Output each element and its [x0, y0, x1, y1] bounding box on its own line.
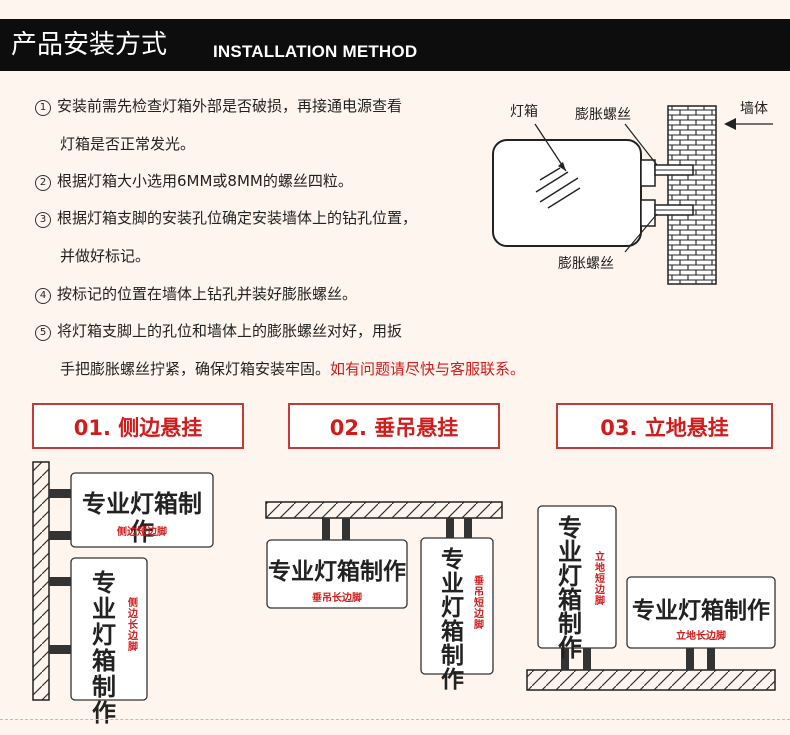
stand-leg — [686, 648, 694, 670]
step-2: 2 根据灯箱大小选用6MM或8MM的螺丝四粒。 — [35, 171, 353, 191]
sign-caption-vertical: 立地短边脚 — [595, 552, 605, 607]
step-3: 3 根据灯箱支脚的安装孔位确定安装墙体上的钻孔位置， — [35, 208, 417, 228]
step-1-cont: 灯箱是否正常发光。 — [60, 135, 196, 153]
hang-rod — [446, 518, 454, 538]
sign-caption: 立地长边脚 — [676, 631, 726, 642]
lightbox-outline — [492, 139, 642, 247]
screw-pointer-bottom — [624, 213, 658, 253]
side-long-sign — [70, 557, 148, 701]
step-text: 将灯箱支脚上的孔位和墙体上的膨胀螺丝对好，用扳 — [57, 322, 403, 340]
label-wall: 墙体 — [740, 101, 768, 117]
contact-note: 如有问题请尽快与客服联系。 — [330, 360, 526, 378]
hang-long-sign — [266, 539, 408, 609]
ceiling — [265, 501, 503, 519]
method-side-hanging: 01. 侧边悬挂 — [32, 403, 244, 449]
step-number: 1 — [35, 100, 51, 116]
screw-pointer-top — [624, 123, 658, 166]
step-text: 安装前需先检查灯箱外部是否破损，再接通电源查看 — [57, 97, 403, 115]
sign-brand: 专业灯箱制作 — [82, 490, 202, 546]
stand-leg — [583, 648, 591, 670]
sign-brand-vertical: 专业灯箱制作 — [558, 514, 582, 662]
sign-caption-vertical: 侧边长边脚 — [128, 598, 138, 653]
sign-caption: 侧边短边脚 — [117, 527, 167, 538]
side-short-sign — [70, 472, 214, 548]
floor — [526, 669, 776, 691]
lightbox-pointer — [534, 123, 567, 172]
label-screw-bottom: 膨胀螺丝 — [558, 256, 614, 272]
stand-short-sign — [537, 505, 617, 649]
step-text: 手把膨胀螺丝拧紧，确保灯箱安装牢固。 — [60, 360, 331, 378]
brick-wall — [667, 105, 717, 285]
sign-brand: 专业灯箱制作 — [268, 559, 406, 585]
bottom-divider — [0, 719, 790, 720]
method-ceiling-hanging: 02. 垂吊悬挂 — [288, 403, 500, 449]
hang-rod — [464, 518, 472, 538]
step-number: 4 — [35, 288, 51, 304]
step-text: 根据灯箱大小选用6MM或8MM的螺丝四粒。 — [57, 172, 353, 190]
header-title-en: INSTALLATION METHOD — [213, 42, 418, 61]
side-short-arm-bottom — [49, 531, 71, 540]
step-number: 3 — [35, 212, 51, 228]
step-number: 2 — [35, 175, 51, 191]
glass-reflection — [535, 167, 581, 209]
step-text: 按标记的位置在墙体上钻孔并装好膨胀螺丝。 — [57, 285, 358, 303]
stand-long-sign — [626, 576, 776, 649]
stand-leg — [561, 648, 569, 670]
method-floor-standing: 03. 立地悬挂 — [556, 403, 773, 449]
step-5: 5 将灯箱支脚上的孔位和墙体上的膨胀螺丝对好，用扳 — [35, 321, 402, 341]
label-lightbox: 灯箱 — [510, 104, 538, 120]
label-screw-top: 膨胀螺丝 — [575, 107, 631, 123]
hang-rod — [322, 518, 330, 540]
step-4: 4 按标记的位置在墙体上钻孔并装好膨胀螺丝。 — [35, 284, 357, 304]
hang-rod — [342, 518, 350, 540]
sign-brand: 专业灯箱制作 — [632, 598, 770, 624]
bracket-top — [640, 159, 694, 187]
side-long-arm-top — [49, 577, 71, 586]
side-long-arm-bottom — [49, 645, 71, 654]
step-3-cont: 并做好标记。 — [60, 247, 151, 265]
hang-short-sign — [420, 537, 494, 675]
sign-brand-vertical: 专业灯箱制作 — [441, 547, 464, 693]
sign-brand-vertical: 专业灯箱制作 — [92, 569, 116, 727]
sign-caption-vertical: 垂吊短边脚 — [474, 576, 484, 631]
step-text: 根据灯箱支脚的安装孔位确定安装墙体上的钻孔位置， — [57, 209, 418, 227]
step-1: 1 安装前需先检查灯箱外部是否破损，再接通电源查看 — [35, 96, 402, 116]
sign-caption: 垂吊长边脚 — [312, 593, 362, 604]
step-number: 5 — [35, 325, 51, 341]
section-header: 产品安装方式 INSTALLATION METHOD — [0, 19, 790, 71]
side-wall — [32, 461, 50, 701]
header-title-cn: 产品安装方式 — [11, 30, 168, 60]
stand-leg — [707, 648, 715, 670]
side-short-arm-top — [49, 489, 71, 498]
bracket-bottom — [640, 199, 694, 227]
step-5-cont: 手把膨胀螺丝拧紧，确保灯箱安装牢固。如有问题请尽快与客服联系。 — [60, 359, 525, 379]
